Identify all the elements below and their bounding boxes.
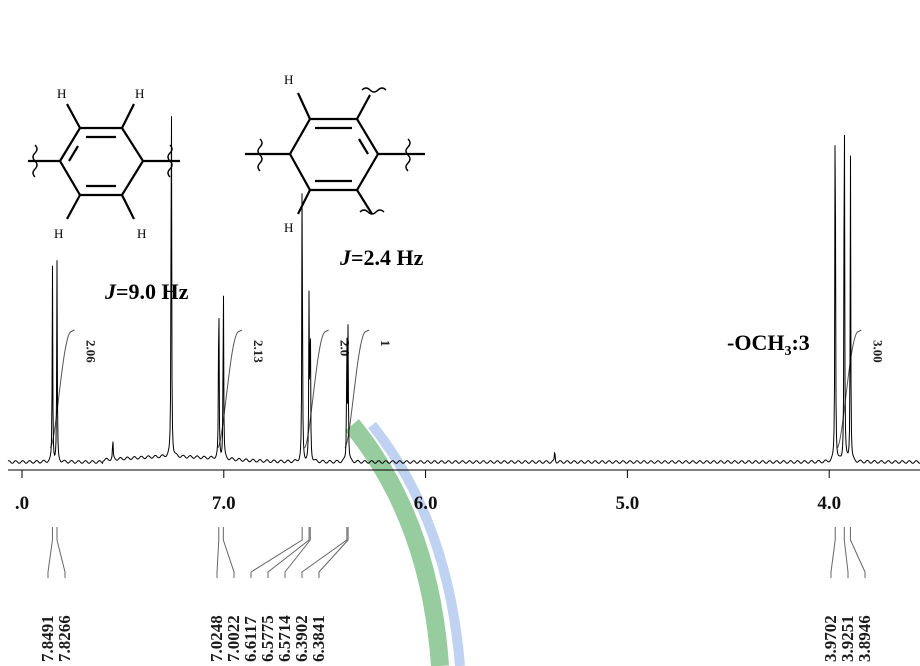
- integration-curve: [217, 329, 243, 449]
- peak-label-connector: [301, 527, 348, 578]
- integration-value: 2.13: [251, 340, 266, 363]
- spectrum-trace: [7, 116, 920, 465]
- x-tick-label: 4.0: [817, 493, 841, 514]
- x-tick-label: 5.0: [616, 493, 640, 514]
- atom-h-5: H: [284, 72, 293, 87]
- peak-label-connector: [216, 527, 220, 578]
- chemical-structures: H H H H H H: [28, 72, 425, 241]
- annotation-coupling-9hz: J=9.0 Hz: [104, 279, 189, 304]
- integration-value: 2.0: [338, 340, 353, 356]
- integration-curve: [304, 329, 329, 449]
- peak-label: 6.3902: [292, 615, 311, 662]
- x-axis-ticks: .0 7.0 6.0 5.0 4.0: [15, 470, 841, 514]
- peak-label-connector: [318, 527, 349, 578]
- integration-value: 2.06: [83, 340, 98, 363]
- annotation-methoxy: -OCH3:3: [727, 330, 810, 359]
- peak-label: 6.5714: [275, 615, 294, 662]
- annotation-methoxy-subscript: 3: [784, 344, 791, 359]
- integration-curve: [836, 329, 862, 449]
- peak-label-connector: [56, 527, 66, 578]
- peak-label: 6.5775: [258, 615, 277, 662]
- x-tick-label: 6.0: [414, 493, 438, 514]
- peak-label: 7.8266: [55, 615, 74, 662]
- peak-label: 3.9251: [838, 615, 857, 662]
- integration-curve: [49, 329, 75, 449]
- annotation-methoxy-ratio: :3: [791, 330, 809, 355]
- annotation-j-symbol: J: [339, 245, 352, 270]
- atom-h-1: H: [57, 86, 66, 101]
- atom-h-6: H: [284, 220, 293, 235]
- peak-label: 6.6117: [241, 616, 260, 662]
- peak-label-connector: [830, 527, 836, 578]
- peak-label-connector: [284, 527, 311, 578]
- benzene-ring-para: [28, 103, 180, 220]
- annotation-coupling-2hz: J=2.4 Hz: [339, 245, 424, 270]
- x-tick-label: .0: [15, 493, 29, 514]
- integration-value: 1: [378, 340, 393, 347]
- atom-h-3: H: [54, 226, 63, 241]
- annotation-j-symbol: J: [104, 279, 117, 304]
- peak-label-connector: [843, 527, 849, 578]
- watermark: [345, 419, 465, 666]
- peak-label: 6.3841: [309, 615, 328, 662]
- integration-curve: [344, 329, 370, 449]
- annotation-j-value: =9.0 Hz: [116, 279, 189, 304]
- peak-label: 7.0022: [224, 615, 243, 662]
- annotation-methoxy-prefix: -OCH: [727, 330, 784, 355]
- benzene-ring-tetrasubstituted: [245, 87, 425, 215]
- peak-label: 3.9702: [821, 615, 840, 662]
- peak-label: 7.8491: [38, 615, 57, 662]
- peak-label-connector: [250, 527, 303, 578]
- watermark-arc: [345, 419, 449, 666]
- integration-value: 3.00: [870, 340, 885, 363]
- x-tick-label: 7.0: [212, 493, 236, 514]
- peak-label-connector: [267, 527, 310, 578]
- annotation-j-value: =2.4 Hz: [351, 245, 424, 270]
- peak-label-connector: [849, 527, 866, 578]
- atom-h-2: H: [135, 86, 144, 101]
- peak-label: 3.8946: [855, 615, 874, 662]
- atom-h-4: H: [137, 226, 146, 241]
- peak-label-connector: [222, 527, 235, 578]
- peak-label-connector: [47, 527, 53, 578]
- watermark-arc-inner: [368, 421, 465, 666]
- peak-label: 7.0248: [207, 615, 226, 662]
